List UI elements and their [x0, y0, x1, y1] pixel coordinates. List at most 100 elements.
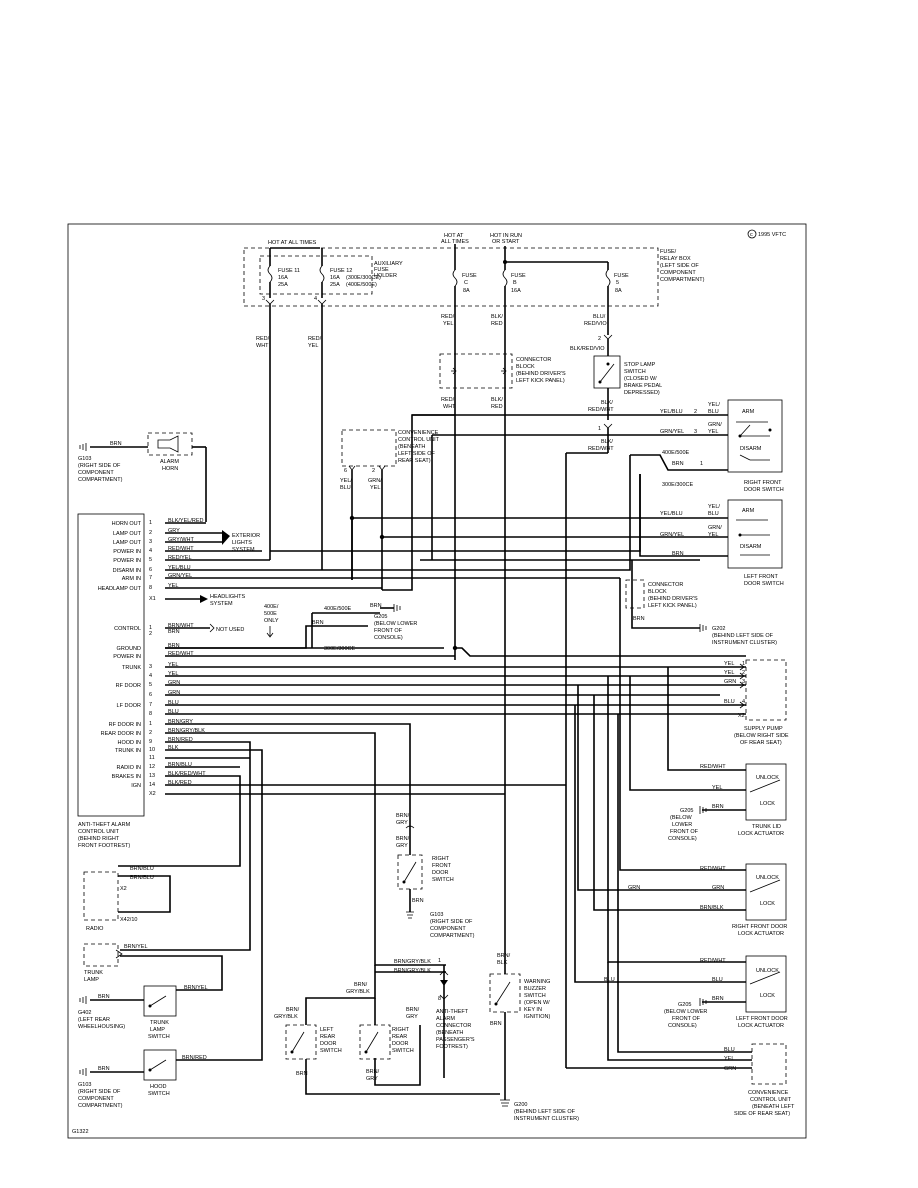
svg-text:FRONT OF: FRONT OF: [670, 829, 699, 835]
svg-text:BLOCK: BLOCK: [648, 589, 667, 595]
pin-wire-color: YEL: [168, 662, 178, 668]
model-400-label: 400E/ 500E ONLY: [264, 604, 279, 624]
wire-label-red-wht: RED/ WHT: [256, 336, 270, 349]
g202-label: G202 (BEHIND LEFT SIDE OF INSTRUMENT CLU…: [712, 626, 777, 646]
wire-label-grn-yel-cc: GRN/ YEL: [368, 478, 382, 491]
svg-text:BLK/: BLK/: [491, 314, 503, 320]
pin-wire-color: BRN/RED: [168, 737, 193, 743]
not-used-label: NOT USED: [216, 627, 244, 633]
trunk-lamp-switch-label: TRUNK LAMP SWITCH: [148, 1020, 170, 1040]
svg-text:FUSE: FUSE: [511, 273, 526, 279]
pin-label: HOOD IN: [117, 740, 141, 746]
trunk-lamp-label: TRUNK LAMP: [84, 970, 103, 983]
svg-text:CONTROL UNIT: CONTROL UNIT: [398, 437, 440, 443]
pin-label: POWER IN: [113, 654, 141, 660]
pin-number: X2: [149, 791, 156, 797]
svg-text:DOOR: DOOR: [320, 1041, 337, 1047]
svg-text:(BEHIND LEFT SIDE OF: (BEHIND LEFT SIDE OF: [712, 633, 774, 639]
svg-text:FUSE: FUSE: [462, 273, 477, 279]
right-rear-door-label: RIGHT REAR DOOR SWITCH: [392, 1027, 414, 1054]
svg-text:G103: G103: [430, 912, 443, 918]
wire-yel-blu-b: YEL/BLU: [660, 511, 683, 517]
g402-label: G402 (LEFT REAR WHEELHOUSING): [78, 1010, 125, 1030]
pin-label: ARM IN: [122, 576, 141, 582]
svg-text:GRY: GRY: [406, 1014, 418, 1020]
svg-text:WHEELHOUSING): WHEELHOUSING): [78, 1024, 125, 1030]
pin-wire-color: BLK: [168, 745, 179, 751]
pin-number: 11: [149, 755, 155, 761]
svg-text:HEADLIGHTS: HEADLIGHTS: [210, 594, 245, 600]
rf-door-switch-center-label: RIGHT FRONT DOOR SWITCH: [432, 856, 454, 883]
svg-text:BUZZER: BUZZER: [524, 986, 546, 992]
pin-x2-radio: X2: [120, 886, 127, 892]
pin-wire-color: RED/WHT: [168, 546, 194, 552]
pin-label: POWER IN: [113, 549, 141, 555]
pin-label: RADIO IN: [117, 765, 141, 771]
svg-text:RED/WHT: RED/WHT: [588, 407, 614, 413]
svg-text:LAMP: LAMP: [150, 1027, 165, 1033]
svg-text:RED: RED: [491, 321, 503, 327]
connector-block-1: [439, 353, 513, 389]
svg-text:REAR SEAT): REAR SEAT): [398, 458, 431, 464]
right-front-door-lock-actuator: [745, 863, 787, 921]
pin-label: RF DOOR IN: [109, 722, 141, 728]
pin-wire-color: YEL: [168, 671, 178, 677]
svg-text:(BEHIND DRIVER'S: (BEHIND DRIVER'S: [648, 596, 698, 602]
pin-number: 9: [149, 739, 152, 745]
wire-brn-g402: BRN: [98, 994, 110, 1000]
svg-text:LIGHTS: LIGHTS: [232, 540, 252, 546]
fuse-relay-box: [243, 247, 659, 307]
svg-text:RED/: RED/: [256, 336, 270, 342]
lf-disarm-label: DISARM: [740, 544, 762, 550]
svg-text:YEL/: YEL/: [340, 478, 352, 484]
wire-label-red-yel-c: RED/ YEL: [441, 314, 455, 327]
g103-mid-label: G103 (RIGHT SIDE OF COMPONENT COMPARTMEN…: [430, 912, 475, 939]
pin-wire-color: RED/YEL: [168, 555, 192, 561]
svg-text:EXTERIOR: EXTERIOR: [232, 533, 260, 539]
lf-red-wht: RED/WHT: [700, 958, 726, 964]
svg-text:BRN/: BRN/: [286, 1007, 300, 1013]
svg-text:SYSTEM: SYSTEM: [232, 547, 255, 553]
svg-text:CONVENIENCE: CONVENIENCE: [398, 430, 439, 436]
convenience-control-unit-top: [341, 429, 397, 467]
pin-wire-color: GRN: [168, 680, 180, 686]
ground-symbol-g402: [79, 996, 87, 1004]
pin-number: 2: [149, 730, 152, 736]
svg-text:(BELOW LOWER: (BELOW LOWER: [374, 621, 417, 627]
svg-text:YEL: YEL: [708, 429, 718, 435]
svg-text:BRN/: BRN/: [406, 1007, 420, 1013]
svg-text:ALARM: ALARM: [436, 1016, 455, 1022]
pin-label: HEADLAMP OUT: [98, 586, 142, 592]
copyright-label: 1995 VFTC: [758, 232, 786, 238]
svg-text:RED/WHT: RED/WHT: [588, 446, 614, 452]
svg-text:LEFT FRONT: LEFT FRONT: [744, 574, 778, 580]
wire-brn-gry-blk-4: BRN/ GRY/BLK: [274, 1007, 300, 1020]
svg-text:REAR: REAR: [392, 1034, 407, 1040]
rf-brn-blk: BRN/BLK: [700, 905, 724, 911]
rf-switch-mid-wire: GRN/ YEL: [708, 422, 722, 435]
svg-text:SYSTEM: SYSTEM: [210, 601, 233, 607]
svg-text:ALARM: ALARM: [160, 459, 179, 465]
anti-theft-control-unit: [77, 513, 145, 817]
svg-text:BRN/: BRN/: [396, 836, 410, 842]
svg-text:BLK/: BLK/: [491, 397, 503, 403]
svg-text:LEFT: LEFT: [320, 1027, 334, 1033]
wire-brn-blk-buzz: BRN/ BLK: [497, 953, 511, 966]
pin-wire-color: BLK/RED: [168, 780, 192, 786]
svg-text:RIGHT: RIGHT: [392, 1027, 410, 1033]
pin-number: 14: [149, 782, 155, 788]
svg-text:SWITCH: SWITCH: [148, 1091, 170, 1097]
lf-blu2: BLU: [604, 977, 615, 983]
brn-g205: BRN: [312, 620, 324, 626]
pin-number: 2: [149, 631, 152, 637]
wire-yel-blu-a: YEL/BLU: [660, 409, 683, 415]
pump-wire-grn: GRN: [724, 679, 736, 685]
svg-text:BLK/: BLK/: [601, 400, 613, 406]
connector-block-2: [625, 579, 645, 609]
svg-text:25A: 25A: [278, 282, 288, 288]
pin-label: POWER IN: [113, 558, 141, 564]
svg-text:FUSE 12: FUSE 12: [330, 268, 352, 274]
ground-symbol-g103-bottom: [79, 1068, 87, 1076]
svg-text:SWITCH: SWITCH: [432, 877, 454, 883]
